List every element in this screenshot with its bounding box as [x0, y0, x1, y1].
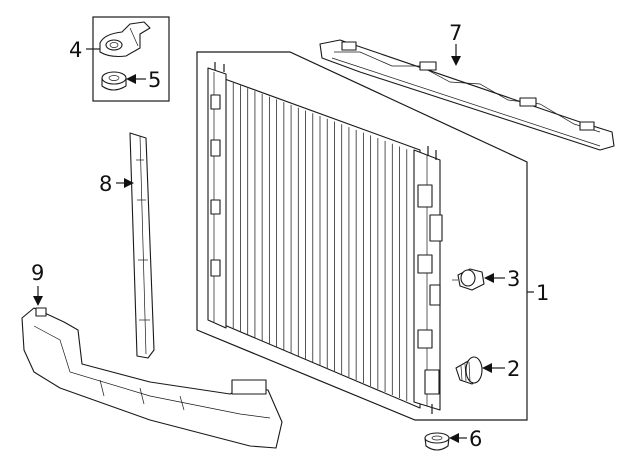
leader-lines — [33, 44, 505, 443]
callout-1: 1 — [536, 281, 549, 305]
callout-9: 9 — [31, 261, 44, 285]
callout-8: 8 — [99, 172, 112, 196]
callout-5: 5 — [148, 68, 161, 92]
callout-2: 2 — [507, 357, 520, 381]
radiator-group-frame — [196, 51, 534, 421]
mount-bracket — [99, 21, 151, 58]
callout-3: 3 — [507, 267, 520, 291]
bracket-box — [86, 16, 170, 102]
bushing — [101, 71, 127, 91]
lower-bushing — [424, 432, 450, 451]
callout-7: 7 — [449, 21, 462, 45]
callout-6: 6 — [469, 427, 482, 451]
radiator-fins — [232, 82, 408, 401]
upper-baffle — [319, 39, 615, 151]
side-seal — [129, 132, 155, 359]
drain-plug — [455, 356, 483, 385]
radiator — [207, 62, 443, 414]
lower-deflector — [21, 307, 283, 449]
callout-4: 4 — [69, 38, 82, 62]
fitting — [452, 268, 485, 291]
